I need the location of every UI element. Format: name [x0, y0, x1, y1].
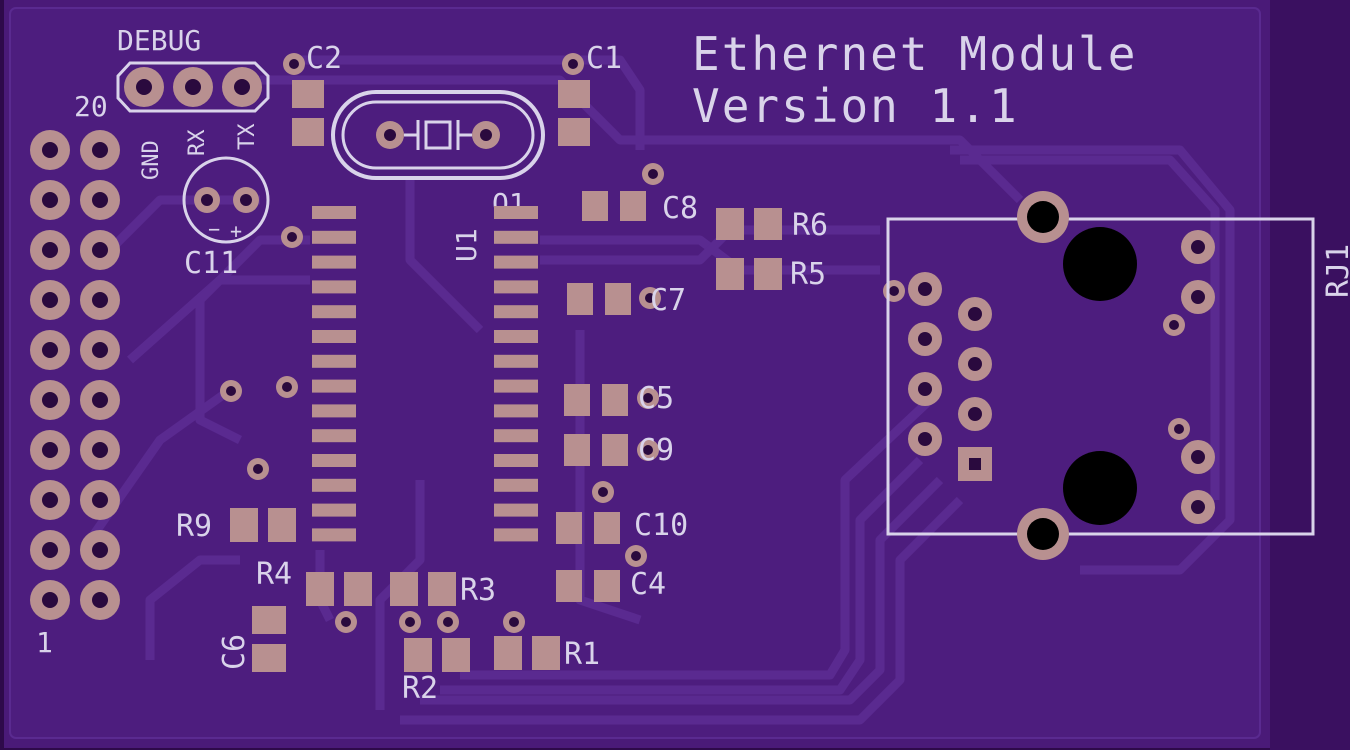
r5-label: R5 — [790, 257, 826, 292]
u1-pad — [312, 206, 356, 219]
u1-pad — [312, 255, 356, 269]
r6-component — [716, 208, 782, 240]
c7-component — [567, 283, 661, 315]
u1-pad — [494, 230, 538, 244]
vias — [220, 226, 1190, 480]
u1-pad — [312, 478, 356, 492]
u1-pad — [494, 379, 538, 393]
r9-label: R9 — [176, 509, 212, 544]
c10-component — [556, 481, 620, 544]
c9-label: C9 — [638, 433, 674, 468]
u1-pad — [312, 230, 356, 244]
c8-component — [582, 163, 664, 221]
u1-pad — [312, 528, 356, 542]
r2-label: R2 — [402, 671, 438, 706]
u1-pad — [494, 255, 538, 269]
c11-label: C11 — [184, 246, 238, 281]
gnd-label: GND — [139, 140, 164, 180]
debug-label: DEBUG — [117, 24, 201, 57]
c7-label: C7 — [650, 283, 686, 318]
u1-pad — [312, 280, 356, 294]
c11-outline — [182, 156, 270, 244]
u1-label: U1 — [450, 228, 483, 262]
u1-pad — [312, 305, 356, 319]
tx-label: TX — [235, 123, 260, 150]
u1-pad — [494, 206, 538, 219]
u1-pad — [494, 429, 538, 443]
r1-component — [494, 611, 560, 670]
u1-ic — [312, 206, 538, 542]
rj1-label: RJ1 — [1321, 244, 1350, 298]
c4-component — [556, 545, 647, 602]
c2-pad-1 — [292, 80, 324, 108]
u1-pad — [494, 404, 538, 418]
c10-label: C10 — [634, 508, 688, 543]
rj1-outline — [886, 217, 1315, 536]
u1-pad — [312, 379, 356, 393]
r3-component — [390, 572, 459, 633]
board-title-line1: Ethernet Module — [692, 27, 1137, 81]
c11-minus-mark: − — [208, 217, 220, 241]
c2-label: C2 — [306, 41, 342, 76]
c4-label: C4 — [630, 567, 666, 602]
c2-pad-2 — [292, 118, 324, 146]
board-title-line2: Version 1.1 — [692, 79, 1019, 133]
c8-label: C8 — [662, 191, 698, 226]
u1-pad — [312, 354, 356, 368]
rj1-connector — [908, 191, 1215, 560]
u1-pad — [494, 330, 538, 343]
u1-pad — [494, 280, 538, 294]
u1-pad — [312, 330, 356, 343]
u1-pad — [312, 429, 356, 443]
r2-component — [404, 638, 470, 672]
traces — [86, 55, 1235, 725]
u1-pad — [494, 503, 538, 517]
rx-label: RX — [185, 129, 210, 156]
c9-component — [564, 434, 659, 466]
c5-component — [564, 384, 659, 416]
header-pin1-label: 1 — [36, 626, 53, 659]
r4-component — [306, 572, 372, 633]
u1-pad — [494, 478, 538, 492]
q1-crystal — [331, 90, 545, 180]
header-pin20-label: 20 — [74, 90, 108, 123]
c11-plus-mark: + — [230, 219, 242, 243]
u1-pad — [312, 454, 356, 467]
c1-pad-2 — [558, 118, 590, 146]
u1-pad — [312, 503, 356, 517]
debug-header-outline — [116, 61, 270, 113]
debug-header-pins — [124, 67, 262, 107]
r3-label: R3 — [460, 573, 496, 608]
r6-label: R6 — [792, 208, 828, 243]
c1-pad-1 — [558, 80, 590, 108]
r5-component — [716, 258, 782, 290]
r4-label: R4 — [256, 557, 292, 592]
c6-component — [252, 606, 286, 672]
board-edge-strip — [1270, 0, 1350, 750]
c5-label: C5 — [638, 381, 674, 416]
u1-pad — [312, 404, 356, 418]
c1-label: C1 — [586, 41, 622, 76]
header-20pin — [30, 130, 120, 620]
u1-pad — [494, 305, 538, 319]
u1-pad — [494, 528, 538, 542]
c6-label: C6 — [217, 634, 252, 670]
u1-pad — [494, 354, 538, 368]
u1-pad — [494, 454, 538, 467]
r1-label: R1 — [564, 637, 600, 672]
r9-component — [230, 508, 296, 542]
